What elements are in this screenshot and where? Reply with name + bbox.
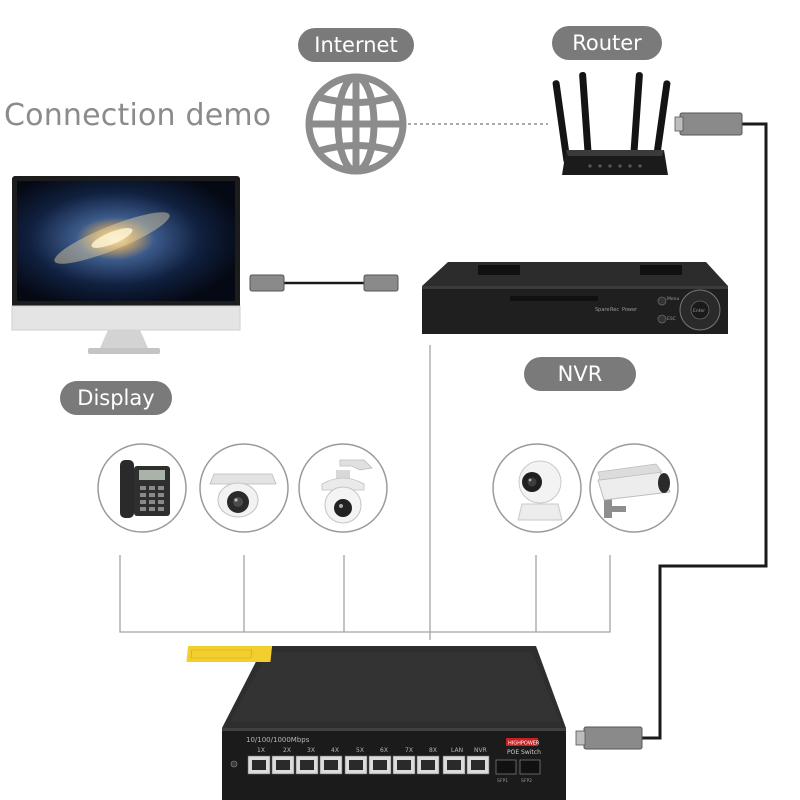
router-label: Router: [552, 26, 662, 60]
display-nvr-cable: [249, 274, 399, 292]
nvr-button-label-menu: Menu: [667, 296, 680, 302]
port-label-3: 3X: [307, 747, 315, 754]
router-icon: [552, 72, 671, 175]
tree-connector-lines: [119, 345, 611, 640]
internet-label: Internet: [298, 28, 414, 62]
diagram-title: Connection demo: [4, 98, 272, 133]
globe-icon: [305, 73, 407, 175]
display-label: Display: [60, 381, 172, 415]
home-camera-icon: [492, 443, 582, 533]
sfp-label-2: SFP2: [521, 778, 532, 784]
sfp-ports: SFP1 SFP2: [495, 759, 541, 784]
poe-switch-icon: 10/100/1000Mbps 1X 2X 3X 4X 5X 6X 7X 8X …: [186, 646, 566, 800]
switch-speed-label: 10/100/1000Mbps: [246, 736, 310, 744]
bullet-camera-icon: [589, 443, 679, 533]
nvr-button-label-rec: Rec: [610, 307, 619, 313]
nvr-button-label-spare: Spare: [595, 307, 609, 313]
nvr-button-label-esc: ESC: [667, 316, 676, 322]
switch-port-labels: 1X 2X 3X 4X 5X 6X 7X 8X LAN NVR: [257, 747, 487, 754]
port-label-5: 5X: [356, 747, 364, 754]
port-label-4: 4X: [331, 747, 339, 754]
dome-camera-icon: [199, 443, 289, 533]
router-switch-cable: [575, 112, 768, 750]
port-label-7: 7X: [405, 747, 413, 754]
port-label-8: 8X: [429, 747, 437, 754]
sfp-label-1: SFP1: [497, 778, 508, 784]
rj45-ports: [247, 755, 490, 775]
port-label-1: 1X: [257, 747, 265, 754]
phone-icon: [97, 443, 187, 533]
nvr-button-label-power: Power: [622, 307, 638, 313]
switch-brand-label: HIGHPOWER: [508, 741, 540, 747]
switch-model-label: POE Switch: [507, 749, 541, 756]
switch-power-led: [230, 760, 238, 768]
ptz-camera-icon: [298, 443, 388, 533]
port-label-2: 2X: [283, 747, 291, 754]
nvr-label: NVR: [524, 357, 636, 391]
nvr-icon: Spare Rec Power Menu ESC Enter: [422, 262, 728, 334]
monitor-icon: [11, 176, 241, 354]
port-label-6: 6X: [380, 747, 388, 754]
nvr-button-label-enter: Enter: [693, 308, 705, 314]
port-label-lan: LAN: [451, 747, 463, 754]
port-label-nvr: NVR: [474, 747, 487, 754]
